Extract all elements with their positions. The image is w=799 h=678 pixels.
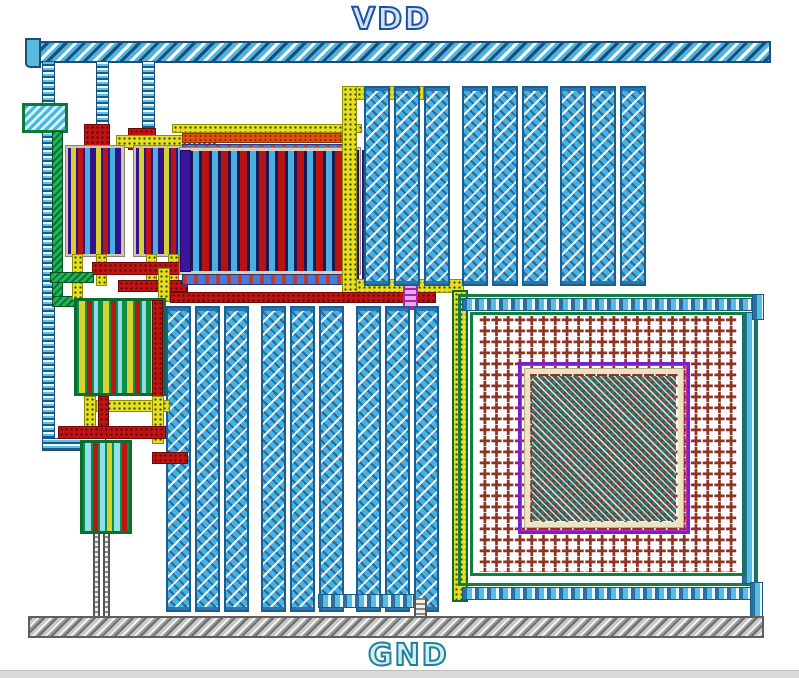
cap-tan-frame bbox=[525, 369, 683, 527]
metal-bar-array-bottom bbox=[318, 594, 414, 608]
poly-vert-below bbox=[98, 396, 109, 428]
array-column bbox=[492, 86, 518, 286]
poly-route-2 bbox=[118, 280, 188, 292]
array-column bbox=[462, 86, 488, 286]
gnd-net-label: GND bbox=[367, 637, 449, 674]
array-column bbox=[385, 306, 410, 612]
vdd-power-rail bbox=[25, 41, 771, 63]
substrate-tap-pad bbox=[22, 103, 68, 133]
array-column bbox=[414, 306, 439, 612]
cap-left-metal2-bar bbox=[452, 290, 468, 602]
array-column bbox=[364, 86, 390, 286]
capacitor-outer-frame bbox=[458, 294, 758, 586]
array-column bbox=[590, 86, 616, 286]
well-edge-left bbox=[180, 150, 191, 272]
array-column bbox=[620, 86, 646, 286]
poly-route-1 bbox=[92, 262, 186, 275]
ground-stem-2 bbox=[103, 534, 110, 618]
vdd-rail-endcap bbox=[25, 38, 41, 68]
capacitor-inner-frame bbox=[470, 312, 746, 576]
transistor-stack-left bbox=[74, 298, 166, 396]
transistor-cell-bottom bbox=[80, 440, 132, 534]
poly-mid-rail bbox=[170, 292, 436, 303]
array-column bbox=[356, 306, 381, 612]
metal2-step-h bbox=[96, 400, 170, 412]
array-column bbox=[560, 86, 586, 286]
array-column bbox=[290, 306, 315, 612]
ground-stem-1 bbox=[93, 534, 100, 618]
poly-cap-1 bbox=[84, 124, 110, 150]
window-bottom-strip bbox=[0, 670, 799, 678]
cap-tab-top-right bbox=[752, 294, 764, 320]
orange-strap bbox=[182, 133, 352, 143]
pmos-array-top bbox=[364, 86, 646, 286]
poly-tee-bar bbox=[58, 426, 166, 439]
nmos-array-bottom bbox=[166, 306, 439, 612]
array-column bbox=[195, 306, 220, 612]
gnd-ground-rail bbox=[28, 616, 764, 638]
array-column bbox=[394, 86, 420, 286]
source-strap-bottom bbox=[182, 274, 354, 285]
metal2-step-v1 bbox=[84, 396, 96, 428]
cap-top-plate-weave bbox=[532, 376, 676, 521]
array-column bbox=[261, 306, 286, 612]
array-column bbox=[522, 86, 548, 286]
finger-transistor-block bbox=[180, 148, 360, 274]
array-column bbox=[424, 86, 450, 286]
array-column bbox=[224, 306, 249, 612]
transistor-cell-1 bbox=[66, 146, 124, 256]
metal2-block-top bbox=[172, 124, 362, 133]
array-column bbox=[319, 306, 344, 612]
poly-elbow bbox=[152, 452, 188, 464]
vdd-net-label: VDD bbox=[351, 1, 432, 38]
metal2-bus-vertical bbox=[342, 86, 357, 296]
green-route bbox=[50, 272, 94, 283]
cap-top-metal-bar bbox=[462, 298, 754, 311]
cap-bottom-metal-bar bbox=[462, 587, 754, 600]
metal2-stub-rail bbox=[158, 268, 170, 302]
ground-stem-mid bbox=[414, 598, 427, 620]
cap-purple-frame bbox=[518, 362, 690, 534]
cap-tab-bottom-right bbox=[750, 582, 763, 618]
